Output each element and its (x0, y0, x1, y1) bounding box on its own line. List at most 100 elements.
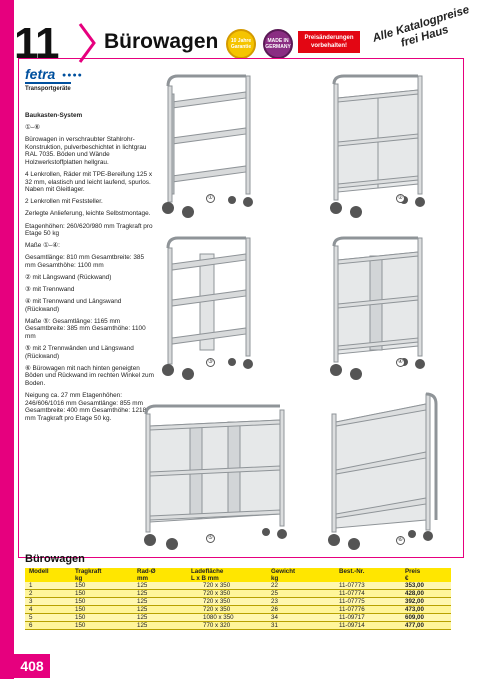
table-title: Bürowagen (25, 553, 85, 565)
description-paragraph: ⑥ Bürowagen mit nach hinten geneigten Bö… (25, 364, 154, 388)
table-cell: 11-07774 (339, 590, 365, 597)
product-image-2 (330, 74, 425, 218)
chevron-right-icon (78, 23, 96, 63)
table-cell: 125 (137, 582, 148, 589)
brand-subtitle: Transportgeräte (25, 86, 71, 92)
table-cell: 23 (271, 598, 278, 605)
product-images: ① ② ③ (140, 70, 460, 556)
made-in-germany-badge: MADE IN GERMANY (263, 29, 293, 59)
column-header: Modell (29, 568, 49, 575)
table-cell: 25 (271, 590, 278, 597)
table-cell: 428,00 (405, 590, 424, 597)
table-cell: 720 x 350 (203, 598, 231, 605)
table-cell: 392,00 (405, 598, 424, 605)
product-label-1: ① (206, 194, 215, 203)
table-cell: 353,00 (405, 582, 424, 589)
product-image-5 (144, 404, 287, 550)
table-cell: 720 x 350 (203, 582, 231, 589)
table-cell: 11-09717 (339, 614, 365, 621)
brand-logo: fetra (25, 66, 56, 82)
table-cell: 125 (137, 590, 148, 597)
table-cell: 150 (75, 614, 86, 621)
description-paragraph: ② mit Längswand (Rückwand) (25, 274, 112, 281)
table-cell: 11-07776 (339, 606, 365, 613)
table-cell: 22 (271, 582, 278, 589)
product-image-1 (162, 74, 253, 218)
price-notice-box: Preisänderungen vorbehalten! (298, 31, 360, 53)
guarantee-badge: 10 Jahre Garantie (226, 29, 256, 59)
table-cell: 1080 x 350 (203, 614, 234, 621)
description-paragraph: Bürowagen in verschraubter Stahlrohr-Kon… (25, 136, 147, 166)
product-image-3 (162, 236, 253, 380)
table-cell: 150 (75, 590, 86, 597)
table-cell: 2 (29, 590, 33, 597)
product-frame (18, 58, 464, 558)
table-body: 1 150 125 720 x 350 22 11-07773 353,00 2 150 125 7… (25, 582, 451, 630)
description-paragraph: 4 Lenkrollen, Räder mit TPE-Bereifung 12… (25, 171, 153, 194)
table-cell: 720 x 350 (203, 590, 231, 597)
description-paragraph: Zerlegte Anlieferung, leichte Selbstmont… (25, 210, 151, 218)
product-label-3: ③ (206, 358, 215, 367)
table-cell: 34 (271, 614, 278, 621)
table-cell: 150 (75, 582, 86, 589)
table-cell: 11-09714 (339, 622, 365, 629)
table-cell: 4 (29, 606, 33, 613)
description-paragraph: Neigung ca. 27 mm Etagenhöhen: 246/606/1… (25, 392, 147, 422)
column-header: Best.-Nr. (339, 568, 365, 575)
brand-logo-dots: ●●●● (62, 72, 83, 79)
product-description: Baukasten-System ①–⑥ Bürowagen in verschra… (25, 112, 155, 427)
product-label-5: ⑤ (206, 534, 215, 543)
table-cell: 720 x 350 (203, 606, 231, 613)
product-image-4 (330, 236, 425, 380)
table-row: 5 150 125 1080 x 350 34 11-09717 609,00 (25, 614, 451, 622)
table-row: 4 150 125 720 x 350 26 11-07776 473,00 (25, 606, 451, 614)
description-paragraph: ①–⑥ (25, 124, 41, 132)
table-cell: 125 (137, 606, 148, 613)
table-cell: 3 (29, 598, 33, 605)
product-image-6 (328, 392, 438, 550)
description-paragraph: ③ mit Trennwand (25, 286, 75, 294)
catalog-price-note: Alle Katalogpreise frei Haus (371, 3, 471, 50)
description-paragraph: Gesamtlänge: 810 mm Gesamtbreite: 385 mm… (25, 254, 144, 269)
table-cell: 609,00 (405, 614, 424, 621)
table-cell: 31 (271, 622, 278, 629)
table-cell: 26 (271, 606, 278, 613)
table-cell: 477,00 (405, 622, 424, 629)
table-cell: 5 (29, 614, 33, 621)
product-label-2: ② (396, 194, 405, 203)
table-cell: 6 (29, 622, 33, 629)
table-cell: 11-07773 (339, 582, 365, 589)
description-paragraph: Maße ①–④: (25, 242, 60, 250)
column-header: Preis€ (405, 568, 421, 582)
table-cell: 473,00 (405, 606, 424, 613)
table-cell: 125 (137, 614, 148, 621)
table-row: 3 150 125 720 x 350 23 11-07775 392,00 (25, 598, 451, 606)
chapter-color-strip (0, 0, 14, 679)
table-cell: 150 (75, 598, 86, 605)
product-label-4: ④ (396, 358, 405, 367)
table-cell: 125 (137, 598, 148, 605)
description-paragraph: Maße ⑤: Gesamtlänge: 1165 mm Gesamtbreit… (25, 317, 146, 341)
description-paragraph: ⑤ mit 2 Trennwänden und Längswand (Rückw… (25, 345, 134, 360)
description-paragraph: Etagenhöhen: 260/620/980 mm Tragkraft pr… (25, 222, 153, 238)
description-paragraph: Baukasten-System (25, 112, 83, 119)
page-header: 11 Bürowagen 10 Jahre Garantie MADE IN G… (0, 0, 480, 66)
table-cell: 150 (75, 606, 86, 613)
product-label-6: ⑥ (396, 536, 405, 545)
table-cell: 11-07775 (339, 598, 365, 605)
table-cell: 125 (137, 622, 148, 629)
table-cell: 1 (29, 582, 33, 589)
description-paragraph: 2 Lenkrollen mit Feststeller. (25, 198, 103, 206)
chapter-title: Bürowagen (104, 30, 219, 53)
table-cell: 150 (75, 622, 86, 629)
page-number: 408 (14, 654, 50, 678)
brand-logo-bar (25, 82, 71, 84)
table-row: 2 150 125 720 x 350 25 11-07774 428,00 (25, 590, 451, 598)
